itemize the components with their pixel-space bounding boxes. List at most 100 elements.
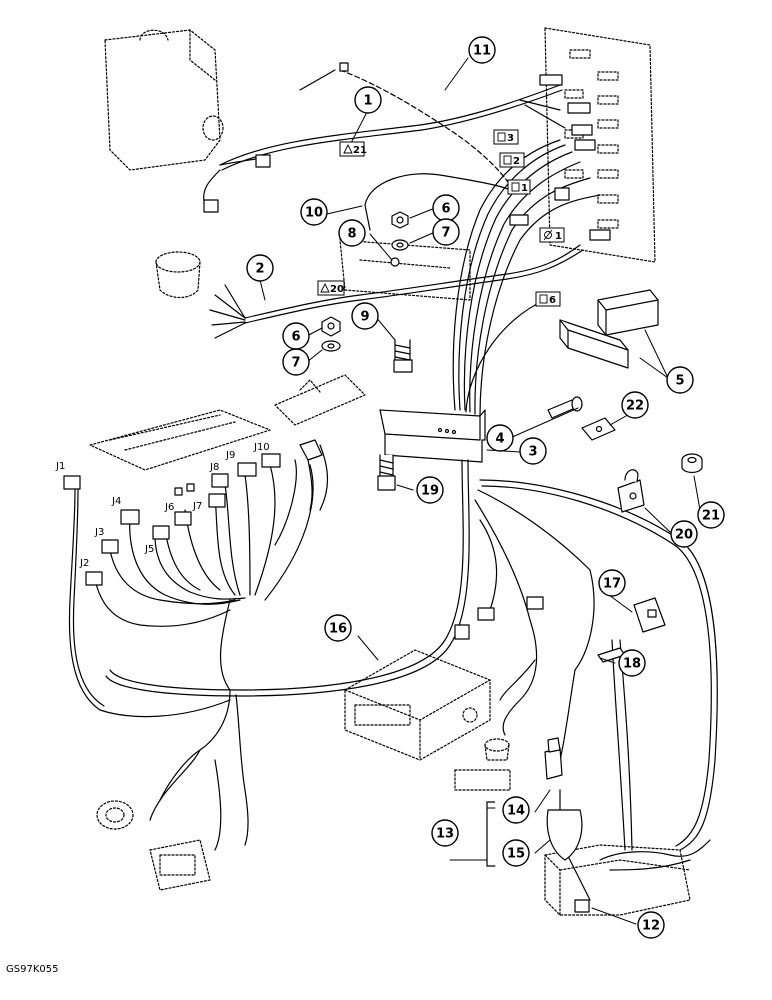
connector-label-j9: J9 — [225, 450, 235, 461]
callout-circle — [354, 86, 382, 114]
callout-number: 9 — [360, 310, 369, 325]
harness-2 — [209, 244, 584, 339]
connector-label-j6: J6 — [164, 502, 174, 513]
connector-plugs — [203, 62, 611, 640]
speaker-phantom — [96, 800, 134, 830]
svg-text:1: 1 — [521, 183, 528, 194]
callout-number: 12 — [642, 919, 660, 934]
callout-number: 6 — [441, 202, 450, 217]
reservoir-phantom — [104, 29, 224, 171]
callout-number: 11 — [473, 44, 491, 59]
svg-text:21: 21 — [353, 145, 367, 156]
callout-circle — [432, 218, 460, 246]
callout-circle — [670, 520, 698, 548]
callout-number: 4 — [495, 432, 504, 447]
bulb-phantom — [454, 738, 511, 791]
connector-label-j1: J1 — [55, 461, 65, 472]
drawing-code: GS97K055 — [6, 964, 58, 975]
connector-label-j5: J5 — [144, 544, 154, 555]
svg-text:3: 3 — [507, 133, 514, 144]
svg-text:1: 1 — [555, 231, 562, 242]
callout-circle — [246, 254, 274, 282]
callout-circle — [431, 819, 459, 847]
callout-3: 3 — [519, 437, 547, 465]
callout-19: 19 — [416, 476, 444, 504]
callout-18: 18 — [618, 649, 646, 677]
leader-lines — [259, 57, 701, 925]
harness-j-branches — [68, 444, 329, 718]
fuse-panel-phantom — [544, 27, 656, 263]
harness-11-wire — [299, 69, 511, 186]
callout-10: 10 — [300, 198, 328, 226]
callout-circle — [621, 391, 649, 419]
callout-12: 12 — [637, 911, 665, 939]
j-connectors — [63, 439, 323, 586]
callout-number: 6 — [291, 330, 300, 345]
callout-11: 11 — [468, 36, 496, 64]
connector-label-j8: J8 — [209, 462, 219, 473]
callout-16: 16 — [324, 614, 352, 642]
callout-circle — [519, 437, 547, 465]
junction-block-3 — [379, 409, 486, 463]
callout-number: 8 — [347, 227, 356, 242]
bracket-13 — [486, 801, 495, 867]
callout-circle — [282, 348, 310, 376]
callout-17: 17 — [598, 569, 626, 597]
callout-22: 22 — [621, 391, 649, 419]
callout-circle — [697, 501, 725, 529]
harness-1 — [203, 84, 566, 206]
wire-tags: 21 20 3 2 1 1 — [317, 129, 565, 307]
svg-text:6: 6 — [549, 295, 556, 306]
callout-number: 19 — [421, 484, 439, 499]
callout-6a: 6 — [432, 194, 460, 222]
callout-15: 15 — [502, 839, 530, 867]
callout-number: 21 — [702, 509, 720, 524]
callout-number: 7 — [441, 226, 450, 241]
callout-6b: 6 — [282, 322, 310, 350]
harness-right-loop — [474, 479, 718, 851]
callout-21: 21 — [697, 501, 725, 529]
wire-tag-phi-1: 1 — [539, 227, 565, 243]
callout-8: 8 — [338, 219, 366, 247]
callout-number: 22 — [626, 399, 644, 414]
svg-text:2: 2 — [513, 156, 520, 167]
callout-number: 2 — [255, 262, 264, 277]
callout-circle — [468, 36, 496, 64]
callout-number: 14 — [507, 804, 525, 819]
callout-number: 18 — [623, 657, 641, 672]
callout-number: 3 — [528, 445, 537, 460]
wire-tag-triangle-21: 21 — [339, 141, 367, 157]
callout-circle — [416, 476, 444, 504]
connector-label-j2: J2 — [79, 558, 89, 569]
connector-label-j10: J10 — [253, 442, 270, 453]
callout-circle — [502, 796, 530, 824]
callout-number: 15 — [507, 847, 525, 862]
callout-circle — [486, 424, 514, 452]
switch-panel-phantom — [89, 374, 366, 471]
knob-phantom — [155, 251, 201, 299]
connector-label-j3: J3 — [94, 527, 104, 538]
callout-circle — [618, 649, 646, 677]
display-unit-phantom — [344, 649, 491, 761]
connector-labels: J1 J2 J3 J4 J5 J6 J7 J8 J9 J10 — [55, 442, 270, 569]
callout-circle — [598, 569, 626, 597]
wire-tag-square-1: 1 — [507, 179, 531, 195]
wire-tag-triangle-20: 20 — [317, 280, 345, 296]
bracket-phantom — [339, 239, 471, 301]
callout-circle — [338, 219, 366, 247]
callout-20: 20 — [670, 520, 698, 548]
callout-7a: 7 — [432, 218, 460, 246]
wire-tag-square-6: 6 — [535, 291, 561, 307]
joystick-wires — [559, 639, 711, 901]
callout-circle — [666, 366, 694, 394]
wire-tag-square-3: 3 — [493, 129, 519, 145]
callout-number: 13 — [436, 827, 454, 842]
callout-number: 10 — [305, 206, 323, 221]
callout-5: 5 — [666, 366, 694, 394]
svg-text:20: 20 — [330, 284, 344, 295]
callout-number: 5 — [675, 374, 684, 389]
callout-number: 16 — [329, 622, 347, 637]
callout-1: 1 — [354, 86, 382, 114]
callout-14: 14 — [502, 796, 530, 824]
